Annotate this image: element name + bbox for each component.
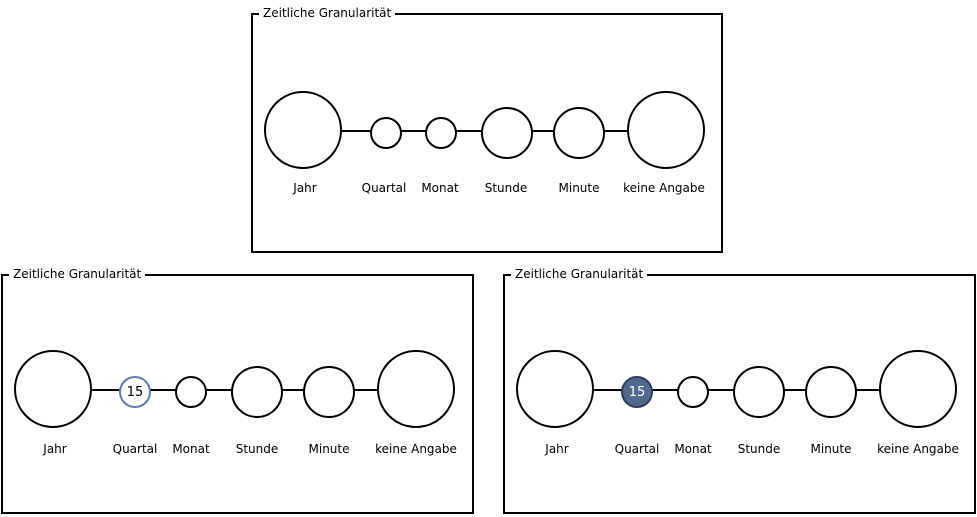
panel-title: Zeitliche Granularität bbox=[259, 5, 396, 21]
node-label-stunde: Stunde bbox=[484, 181, 528, 195]
connector-line bbox=[651, 389, 679, 391]
connector-line bbox=[707, 389, 735, 391]
granularity-node-jahr[interactable] bbox=[264, 91, 342, 169]
connector-line bbox=[603, 130, 629, 132]
node-label-minute: Minute bbox=[810, 442, 852, 456]
node-value: 15 bbox=[628, 384, 646, 400]
connector-line bbox=[455, 130, 483, 132]
connector-line bbox=[205, 389, 233, 391]
node-label-monat: Monat bbox=[674, 442, 712, 456]
node-label-jahr: Jahr bbox=[293, 181, 317, 195]
granularity-node-minute[interactable] bbox=[303, 366, 355, 418]
granularity-node-quartal[interactable]: 15 bbox=[621, 376, 653, 408]
node-label-keine-angabe: keine Angabe bbox=[623, 181, 705, 195]
node-label-minute: Minute bbox=[308, 442, 350, 456]
granularity-node-monat[interactable] bbox=[175, 376, 207, 408]
granularity-node-jahr[interactable] bbox=[14, 350, 92, 428]
node-label-quartal: Quartal bbox=[614, 442, 660, 456]
connector-line bbox=[593, 389, 623, 391]
granularity-node-minute[interactable] bbox=[553, 107, 605, 159]
granularity-node-stunde[interactable] bbox=[481, 107, 533, 159]
node-label-stunde: Stunde bbox=[737, 442, 781, 456]
granularity-node-stunde[interactable] bbox=[231, 366, 283, 418]
granularity-node-keine-angabe[interactable] bbox=[879, 350, 957, 428]
granularity-node-quartal[interactable]: 15 bbox=[119, 376, 151, 408]
granularity-node-minute[interactable] bbox=[805, 366, 857, 418]
granularity-node-keine-angabe[interactable] bbox=[377, 350, 455, 428]
node-value: 15 bbox=[126, 384, 144, 400]
connector-line bbox=[91, 389, 121, 391]
node-label-keine-angabe: keine Angabe bbox=[375, 442, 457, 456]
granularity-node-monat[interactable] bbox=[425, 117, 457, 149]
node-label-minute: Minute bbox=[558, 181, 600, 195]
node-label-stunde: Stunde bbox=[235, 442, 279, 456]
granularity-node-monat[interactable] bbox=[677, 376, 709, 408]
node-label-monat: Monat bbox=[172, 442, 210, 456]
connector-line bbox=[783, 389, 807, 391]
connector-line bbox=[353, 389, 379, 391]
granularity-node-quartal[interactable] bbox=[370, 117, 402, 149]
node-label-quartal: Quartal bbox=[112, 442, 158, 456]
granularity-panel-top: Zeitliche Granularität Jahr Quartal Mona… bbox=[251, 5, 723, 253]
node-label-jahr: Jahr bbox=[545, 442, 569, 456]
node-label-quartal: Quartal bbox=[361, 181, 407, 195]
granularity-panel-bottom-left: Zeitliche Granularität 15 Jahr Quartal M… bbox=[1, 266, 474, 514]
panel-title: Zeitliche Granularität bbox=[9, 266, 146, 282]
connector-line bbox=[281, 389, 305, 391]
connector-line bbox=[531, 130, 555, 132]
connector-line bbox=[400, 130, 427, 132]
panel-title: Zeitliche Granularität bbox=[511, 266, 648, 282]
node-label-monat: Monat bbox=[421, 181, 459, 195]
granularity-node-keine-angabe[interactable] bbox=[627, 91, 705, 169]
node-label-jahr: Jahr bbox=[43, 442, 67, 456]
node-label-keine-angabe: keine Angabe bbox=[877, 442, 959, 456]
connector-line bbox=[328, 130, 372, 132]
connector-line bbox=[855, 389, 881, 391]
granularity-panel-bottom-right: Zeitliche Granularität 15 Jahr Quartal M… bbox=[503, 266, 976, 514]
granularity-node-stunde[interactable] bbox=[733, 366, 785, 418]
granularity-node-jahr[interactable] bbox=[516, 350, 594, 428]
connector-line bbox=[149, 389, 177, 391]
